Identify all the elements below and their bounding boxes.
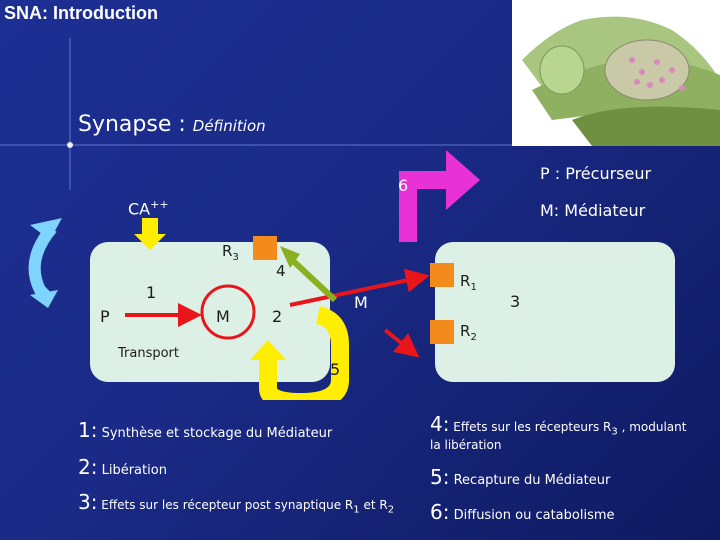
legend-text-4: Effets sur les récepteurs R bbox=[453, 420, 612, 434]
calcium-text: CA bbox=[128, 199, 151, 219]
section-heading: Synapse : Définition bbox=[78, 112, 266, 137]
legend-item-6: 6: Diffusion ou catabolisme bbox=[430, 500, 615, 524]
cyan-arrow-head-top bbox=[30, 218, 62, 240]
r3-label: R3 bbox=[222, 242, 239, 263]
step-4-label: 4 bbox=[276, 262, 286, 280]
legend-num-3: 3: bbox=[78, 490, 98, 514]
receptor-r3 bbox=[253, 236, 277, 260]
postsynaptic-cell bbox=[435, 242, 675, 382]
feedback-arrow bbox=[287, 255, 338, 303]
precursor-label: P : Précurseur bbox=[540, 164, 652, 183]
r2-text: R bbox=[460, 322, 471, 340]
step-6-label: 6 bbox=[398, 176, 409, 195]
catabolism-arrow bbox=[399, 171, 450, 242]
recapture-arrow bbox=[259, 306, 349, 400]
legend-item-4: 4: Effets sur les récepteurs R3 , modula… bbox=[430, 412, 686, 452]
legend-num-4: 4: bbox=[430, 412, 450, 436]
slide-title: SNA: Introduction bbox=[4, 3, 158, 23]
receptor-r2 bbox=[430, 320, 454, 344]
mediator-label: M: Médiateur bbox=[540, 201, 646, 220]
feedback-arrow-head bbox=[280, 246, 300, 268]
ca-arrow-stem bbox=[142, 218, 158, 234]
step-2-label: 2 bbox=[272, 307, 283, 326]
mediator-m-left: M bbox=[216, 307, 230, 326]
ca-arrow-head bbox=[134, 234, 166, 250]
legend-num-6: 6: bbox=[430, 500, 450, 524]
precursor-p-label: P bbox=[100, 307, 110, 326]
transport-label: Transport bbox=[118, 346, 180, 361]
legend-num-1: 1: bbox=[78, 418, 98, 442]
cyan-arrow-head bbox=[30, 290, 58, 308]
synapse-image bbox=[512, 0, 720, 146]
r3-text: R bbox=[222, 242, 233, 260]
release-arrow bbox=[289, 268, 430, 307]
legend-text-3: Effets sur les récepteur post synaptique… bbox=[101, 498, 354, 512]
step-3-label: 3 bbox=[510, 292, 521, 311]
r2-sub: 2 bbox=[470, 332, 477, 343]
diffusion-arrow bbox=[383, 328, 420, 358]
r3-sub: 3 bbox=[232, 252, 239, 263]
legend-4-sub: 3 bbox=[611, 426, 618, 438]
legend-3-sub2: 2 bbox=[387, 504, 395, 516]
legend-text-2: Libération bbox=[101, 463, 167, 478]
legend-num-2: 2: bbox=[78, 455, 98, 479]
legend-item-2: 2: Libération bbox=[78, 455, 167, 479]
legend-3-sub1: 1 bbox=[353, 504, 360, 516]
calcium-label: CA++ bbox=[128, 198, 169, 218]
legend-text-6: Diffusion ou catabolisme bbox=[453, 508, 615, 523]
legend-item-5: 5: Recapture du Médiateur bbox=[430, 465, 610, 489]
catabolism-arrow-head bbox=[446, 150, 480, 210]
vesicle-circle bbox=[200, 284, 256, 340]
receptor-r1 bbox=[430, 263, 454, 287]
step-1-label: 1 bbox=[146, 283, 157, 302]
legend-text-5: Recapture du Médiateur bbox=[453, 473, 611, 488]
calcium-charge: ++ bbox=[150, 198, 169, 211]
legend-num-5: 5: bbox=[430, 465, 450, 489]
legend-item-1: 1: Synthèse et stockage du Médiateur bbox=[78, 418, 332, 442]
synapse-illustration bbox=[522, 16, 720, 146]
r2-label: R2 bbox=[460, 322, 477, 343]
r1-text: R bbox=[460, 272, 471, 290]
legend-3-mid: et R bbox=[359, 498, 388, 512]
heading-sub: Définition bbox=[192, 117, 266, 135]
legend-item-3: 3: Effets sur les récepteur post synapti… bbox=[78, 490, 394, 515]
legend-4-line2: la libération bbox=[430, 438, 502, 453]
r1-label: R1 bbox=[460, 272, 477, 293]
recapture-arrow-head bbox=[250, 340, 286, 360]
legend-4-tail: , modulant bbox=[617, 420, 687, 434]
step-5-label: 5 bbox=[330, 360, 341, 379]
legend-text-1: Synthèse et stockage du Médiateur bbox=[101, 426, 333, 441]
mediator-m-right: M bbox=[354, 293, 368, 312]
synapse-diagram bbox=[28, 150, 675, 400]
r1-sub: 1 bbox=[470, 282, 477, 293]
heading-main: Synapse : bbox=[78, 112, 186, 137]
